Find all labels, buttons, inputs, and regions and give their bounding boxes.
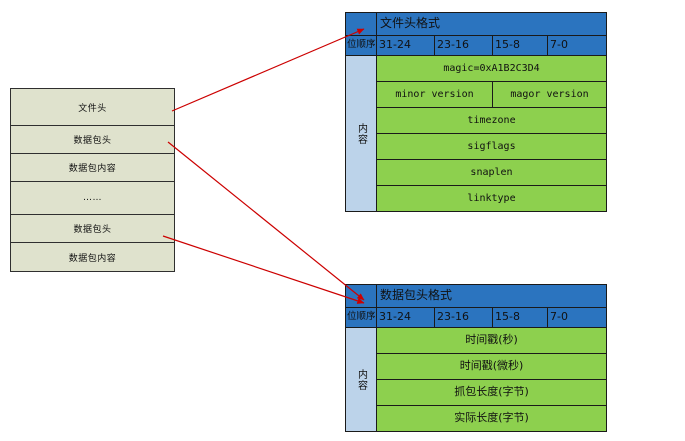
packet-header-bitorder-label: 位顺序 <box>345 307 377 328</box>
file-header-field-row: timezone <box>346 107 608 134</box>
packet-header-field-cell: 时间戳(秒) <box>375 327 608 354</box>
file-header-bitrange-1: 23-16 <box>434 35 493 56</box>
stack-block-packet-header-2: 数据包头 <box>11 215 174 243</box>
file-header-bitorder-label: 位顺序 <box>345 35 377 56</box>
file-header-bitrange-2: 15-8 <box>492 35 548 56</box>
packet-header-content-label: 内容 <box>345 327 377 432</box>
stack-block-packet-content-2: 数据包内容 <box>11 243 174 271</box>
packet-header-field-row: 实际长度(字节) <box>346 405 608 432</box>
file-header-field-cell: magor version <box>491 81 608 108</box>
file-header-field-row: snaplen <box>346 159 608 186</box>
stack-block-label: 数据包内容 <box>68 164 117 174</box>
file-header-corner-cell <box>345 12 377 36</box>
arrow-file-header-to-file-header-format <box>171 28 365 112</box>
packet-header-field-cell: 时间戳(微秒) <box>375 353 608 380</box>
file-header-field-cell: linktype <box>375 185 608 212</box>
stack-block-file-header: 文件头 <box>11 89 174 126</box>
packet-header-bitrange-0: 31-24 <box>376 307 435 328</box>
arrow-packet-header-1-to-packet-header-format <box>167 141 365 301</box>
stack-block-packet-header-1: 数据包头 <box>11 126 174 154</box>
stack-block-label: 文件头 <box>78 103 107 114</box>
stack-block-label: 数据包头 <box>73 225 112 235</box>
packet-header-field-cell: 抓包长度(字节) <box>375 379 608 406</box>
file-header-field-row: linktype <box>346 185 608 212</box>
packet-header-field-row: 内容时间戳(秒) <box>345 327 608 432</box>
packet-header-field-cell: 实际长度(字节) <box>375 405 608 432</box>
stack-block-label: 数据包头 <box>73 136 112 146</box>
packet-header-bitrange-2: 15-8 <box>492 307 548 328</box>
arrow-packet-header-2-to-packet-header-format <box>162 235 365 304</box>
packet-header-bitrange-3: 7-0 <box>546 307 608 328</box>
file-header-bitrange-3: 7-0 <box>546 35 608 56</box>
file-header-field-cell: snaplen <box>375 159 608 186</box>
file-structure-stack: 文件头 数据包头 数据包内容 …… 数据包头 数据包内容 <box>10 88 175 272</box>
file-header-content-label: 内容 <box>345 55 377 212</box>
file-header-field-cell: minor version <box>376 81 493 108</box>
stack-block-label: …… <box>83 193 102 203</box>
packet-header-field-row: 抓包长度(字节) <box>346 379 608 406</box>
file-header-field-cell: magic=0xA1B2C3D4 <box>375 55 608 82</box>
file-header-title-row: 文件头格式 <box>345 12 608 36</box>
file-header-bitrange-0: 31-24 <box>376 35 435 56</box>
packet-header-title: 数据包头格式 <box>375 284 608 308</box>
packet-header-field-row: 时间戳(微秒) <box>346 353 608 380</box>
packet-header-corner-cell <box>345 284 377 308</box>
file-header-field-cell: sigflags <box>375 133 608 160</box>
packet-header-title-row: 数据包头格式 <box>345 284 608 308</box>
file-header-field-row: sigflags <box>346 133 608 160</box>
packet-header-bitrange-1: 23-16 <box>434 307 493 328</box>
stack-block-ellipsis: …… <box>11 182 174 215</box>
file-header-title: 文件头格式 <box>375 12 608 36</box>
file-header-field-cell: timezone <box>375 107 608 134</box>
stack-block-packet-content-1: 数据包内容 <box>11 154 174 182</box>
stack-block-label: 数据包内容 <box>68 253 117 264</box>
